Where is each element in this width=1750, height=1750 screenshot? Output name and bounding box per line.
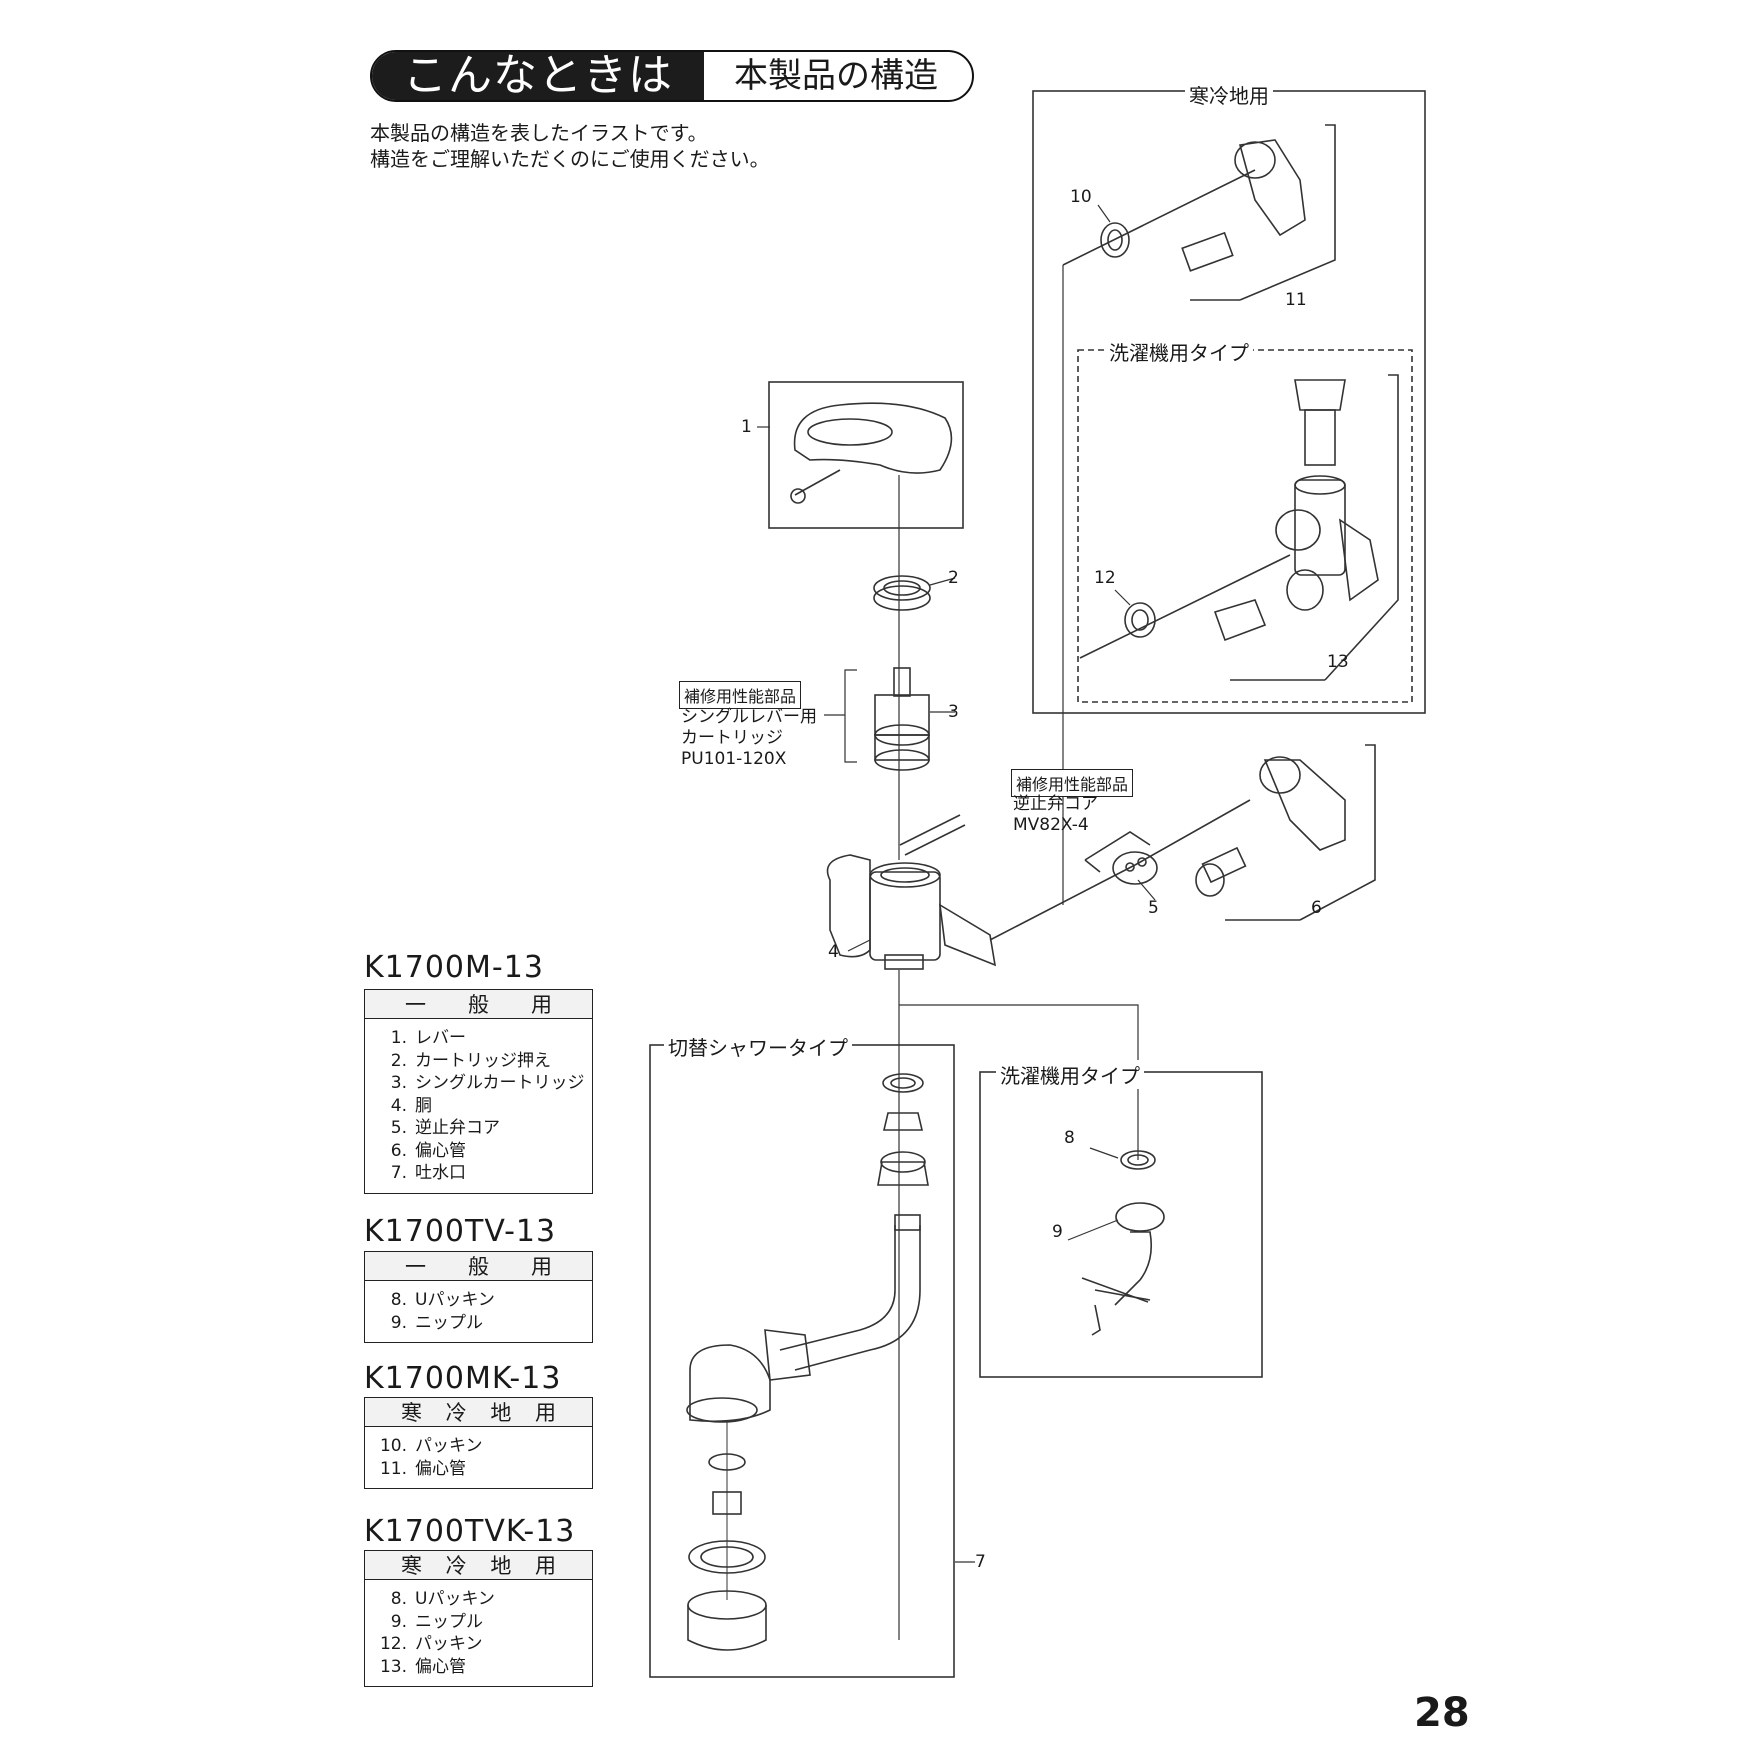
list-item: 11.偏心管 [379, 1458, 466, 1479]
parts-table-1: 一 般 用 1.レバー 2.カートリッジ押え 3.シングルカートリッジ 4.胴 … [364, 989, 593, 1194]
check-valve-note-line: 逆止弁コア [1013, 794, 1098, 814]
heading-char: 冷 [445, 1401, 467, 1425]
eccentric-pipe-part [1195, 744, 1376, 921]
repair-part-badge: 補修用性能部品 [1011, 769, 1134, 797]
cartridge-note-line: シングルレバー用 [681, 707, 817, 727]
list-item: 2.カートリッジ押え [390, 1050, 551, 1071]
intro-line-1: 本製品の構造を表したイラストです。 [370, 121, 708, 145]
list-item: 4.胴 [390, 1095, 432, 1116]
list-item: 12.パッキン [379, 1634, 483, 1654]
list-item: 9.ニップル [390, 1611, 483, 1632]
list-item: 6.偏心管 [390, 1140, 466, 1161]
repair-part-badge: 補修用性能部品 [679, 681, 802, 709]
section-label-washer-bottom: 洗濯機用タイプ [996, 1060, 1144, 1089]
part-label-2: 2 [948, 568, 959, 588]
part-label-6: 6 [1311, 898, 1322, 918]
list-item: 7.吐水口 [390, 1163, 466, 1183]
heading-char: 用 [534, 1401, 556, 1425]
washer-axis [899, 1004, 1139, 1160]
lever-box [768, 381, 964, 529]
check-valve-part [1084, 831, 1158, 885]
leader-lines [757, 204, 1156, 1563]
cartridge-part-number: PU101-120X [681, 749, 787, 769]
heading-char: 冷 [445, 1554, 467, 1578]
list-item: 1.レバー [390, 1028, 466, 1048]
washer-bottom-box [979, 1071, 1263, 1378]
model-title-2: K1700TV-13 [364, 1214, 557, 1249]
part-label-12: 12 [1094, 568, 1116, 588]
faucet-body-part [826, 799, 1251, 970]
section-label-washer-top: 洗濯機用タイプ [1105, 337, 1253, 366]
cartridge-note-line: カートリッジ [681, 728, 783, 748]
shower-box [649, 1044, 955, 1678]
heading-char: 地 [490, 1401, 512, 1425]
parts-table-heading: 寒 冷 地 用 [365, 1398, 592, 1427]
heading-char: 一 [405, 993, 426, 1017]
heading-char: 地 [490, 1554, 512, 1578]
shower-parts [686, 1073, 929, 1651]
list-item: 5.逆止弁コア [390, 1118, 500, 1138]
parts-table-2: 一 般 用 8.Uパッキン 9.ニップル [364, 1251, 593, 1343]
list-item: 3.シングルカートリッジ [390, 1073, 585, 1093]
check-valve-note: 逆止弁コア MV82X-4 [1013, 794, 1098, 836]
cold-region-box [1032, 90, 1426, 714]
page-number: 28 [1414, 1690, 1470, 1736]
part-label-7: 7 [975, 1552, 986, 1572]
part-label-5: 5 [1148, 898, 1159, 918]
model-title-1: K1700M-13 [364, 950, 544, 985]
intro-line-2: 構造をご理解いただくのにご使用ください。 [370, 147, 770, 171]
part-label-9: 9 [1052, 1222, 1063, 1242]
parts-table-3: 寒 冷 地 用 10.パッキン 11.偏心管 [364, 1397, 593, 1489]
washer-bottom-parts [1081, 1150, 1165, 1336]
lever-part [790, 402, 953, 504]
parts-table-heading: 寒 冷 地 用 [365, 1551, 592, 1580]
intro-text: 本製品の構造を表したイラストです。 構造をご理解いただくのにご使用ください。 [370, 120, 770, 172]
list-item: 9.ニップル [390, 1312, 483, 1333]
list-item: 10.パッキン [379, 1436, 483, 1456]
parts-table-heading: 一 般 用 [365, 990, 592, 1019]
section-label-shower: 切替シャワータイプ [664, 1032, 852, 1061]
heading-char: 寒 [401, 1554, 422, 1578]
washer-top-parts [1079, 374, 1399, 681]
part-label-1: 1 [741, 417, 752, 437]
part-label-3: 3 [948, 702, 959, 722]
parts-table-4: 寒 冷 地 用 8.Uパッキン 9.ニップル 12.パッキン 13.偏心管 [364, 1550, 593, 1687]
model-title-3: K1700MK-13 [364, 1361, 562, 1396]
heading-char: 般 [468, 1255, 489, 1279]
model-title-4: K1700TVK-13 [364, 1514, 576, 1549]
list-item: 13.偏心管 [379, 1656, 466, 1677]
washer-top-box [1077, 349, 1413, 703]
cartridge-note: シングルレバー用 カートリッジ PU101-120X [681, 707, 817, 770]
cartridge-part [874, 667, 930, 771]
page-header: こんなときは 本製品の構造 [370, 50, 974, 102]
part-label-10: 10 [1070, 187, 1092, 207]
heading-char: 一 [405, 1255, 426, 1279]
list-item: 8.Uパッキン [390, 1290, 495, 1310]
part-label-8: 8 [1064, 1128, 1075, 1148]
part-label-11: 11 [1285, 290, 1307, 310]
cold-parts [1062, 124, 1336, 301]
heading-char: 般 [468, 993, 489, 1017]
header-title-light: 本製品の構造 [734, 56, 938, 96]
cartridge-cap-part [873, 575, 931, 611]
part-label-4: 4 [828, 942, 839, 962]
header-title-dark: こんなときは [372, 52, 704, 100]
list-item: 8.Uパッキン [390, 1589, 495, 1609]
heading-char: 寒 [401, 1401, 422, 1425]
heading-char: 用 [531, 993, 552, 1017]
part-label-13: 13 [1327, 652, 1349, 672]
check-valve-part-number: MV82X-4 [1013, 815, 1089, 835]
heading-char: 用 [531, 1255, 552, 1279]
heading-char: 用 [534, 1554, 556, 1578]
parts-table-heading: 一 般 用 [365, 1252, 592, 1281]
section-label-cold: 寒冷地用 [1185, 80, 1273, 109]
